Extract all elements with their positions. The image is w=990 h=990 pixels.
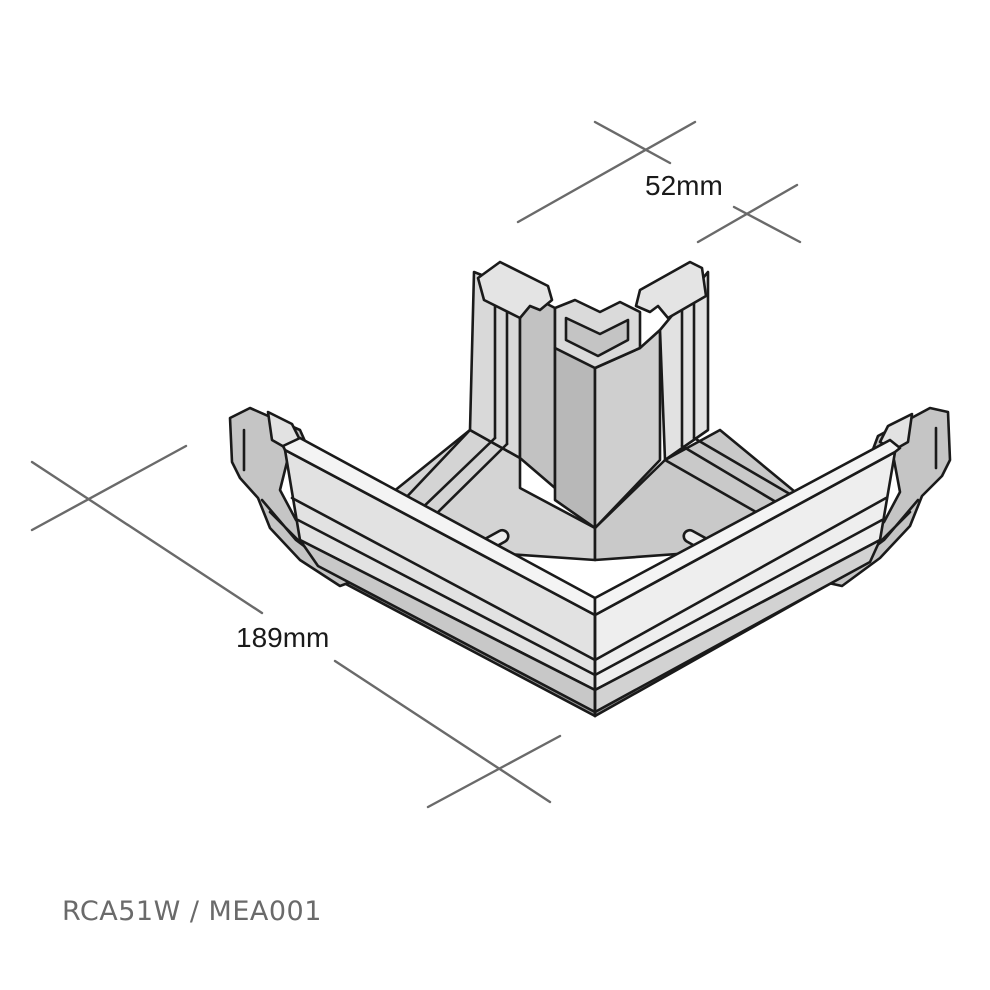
gutter-corner <box>228 260 952 718</box>
dimension-line-top-main <box>516 120 697 224</box>
dimension-line-top-tick-a <box>593 120 672 165</box>
post-top-cap-left <box>476 260 554 320</box>
front-lip-right <box>593 438 902 617</box>
dimension-label-width: 52mm <box>645 170 723 201</box>
post-top-cap-right <box>634 260 708 320</box>
floor-rail-right <box>663 436 802 522</box>
post-face-inner-left <box>518 288 557 490</box>
dimension-line-top-tick-c <box>732 205 802 244</box>
front-wall-bead-left <box>290 496 597 677</box>
floor-rail-left <box>398 428 509 522</box>
dimension-lines <box>30 120 802 809</box>
post-rail-right <box>680 288 696 448</box>
dimension-line-left-tick-b <box>426 734 562 809</box>
post-top-socket-inner <box>564 316 630 358</box>
product-code-label: RCA51W / MEA001 <box>62 896 322 927</box>
dimension-line-left-main-upper <box>30 460 264 615</box>
front-wall-bead-right <box>593 496 888 677</box>
post-rail-left <box>493 288 509 446</box>
dimension-line-left-main-lower <box>333 659 552 804</box>
dimension-label-length: 189mm <box>236 622 330 653</box>
dimension-line-left-tick-a <box>30 444 188 532</box>
post-face-center-left <box>553 346 597 530</box>
